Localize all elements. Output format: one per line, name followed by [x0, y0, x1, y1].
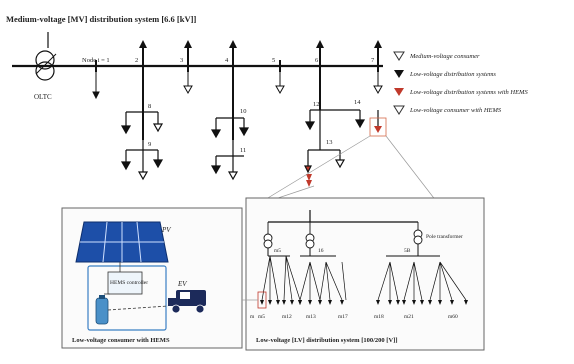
lv-bottom-label: m13	[306, 314, 316, 320]
lv-bottom-label: m12	[282, 314, 292, 320]
legend-label: Low-voltage distribution systems	[409, 71, 496, 78]
node-label: 7	[371, 57, 375, 64]
node-label: 9	[148, 141, 151, 148]
legend-label: Low-voltage consumer with HEMS	[409, 107, 502, 114]
mv-loads	[92, 72, 383, 100]
node-label: 5	[272, 57, 275, 64]
lv-bottom-label: m17	[338, 314, 348, 320]
open-triangle-icon	[393, 51, 405, 61]
red-triangle-icon	[394, 88, 404, 96]
node-label: 8	[148, 103, 151, 110]
node-label: 13	[326, 139, 333, 146]
node-label: 11	[240, 147, 246, 154]
pole-transformer-label: Pole transformer	[426, 233, 463, 240]
lv-group-label: m5	[274, 248, 281, 254]
lv-consumer-arrows	[260, 300, 468, 305]
lv-distribution-panel: Pole transformer	[245, 197, 485, 351]
lv-system-arrows	[139, 40, 382, 48]
lv-group-label: 5B	[404, 248, 411, 254]
node-label: 14	[354, 99, 361, 106]
legend: Medium-voltage consumer Low-voltage dist…	[393, 51, 528, 115]
pv-panel-icon	[75, 221, 169, 263]
lv-bottom-label: m60	[448, 314, 458, 320]
node-label: 2	[135, 57, 138, 64]
battery-icon	[95, 295, 109, 325]
lateral-node-6	[304, 109, 379, 174]
node-label: 3	[180, 57, 183, 64]
ev-label: EV	[177, 280, 187, 288]
hems-controller-box	[107, 271, 143, 295]
node-label: 4	[225, 57, 229, 64]
node-label: 6	[315, 57, 319, 64]
ev-car-icon	[168, 290, 206, 314]
filled-triangle-icon	[394, 70, 404, 78]
hems-caption: Low-voltage consumer with HEMS	[72, 337, 170, 344]
legend-label: Low-voltage distribution systems with HE…	[409, 89, 528, 96]
diagram-title: Medium-voltage [MV] distribution system …	[6, 14, 196, 24]
lv-feeder-fans	[261, 255, 467, 301]
hems-lv-system-icon	[306, 117, 387, 187]
double-triangle-icon	[393, 105, 405, 115]
oltc-label: OLTC	[34, 93, 52, 101]
oltc-transformer-icon	[35, 32, 57, 81]
lv-group-label: 16	[318, 248, 324, 254]
lv-bottom-label: m18	[374, 314, 384, 320]
lv-caption: Low-voltage [LV] distribution system [10…	[256, 337, 398, 344]
lv-bottom-label: m21	[404, 314, 414, 320]
pv-label: PV	[161, 226, 171, 234]
legend-label: Medium-voltage consumer	[409, 53, 480, 60]
lv-bottom-label: m	[250, 314, 255, 320]
node-label: 12	[313, 101, 320, 108]
controller-label: HEMS controller	[110, 280, 148, 286]
lateral-node-2	[120, 111, 164, 181]
pole-transformer-icons	[263, 222, 423, 249]
lv-bottom-label: m5	[258, 314, 265, 320]
hems-panel: PV HEMS controller EV Low-voltage consum…	[61, 207, 243, 349]
lateral-node-4	[210, 117, 250, 181]
node-label: 10	[240, 108, 247, 115]
bus-bars	[95, 46, 379, 140]
